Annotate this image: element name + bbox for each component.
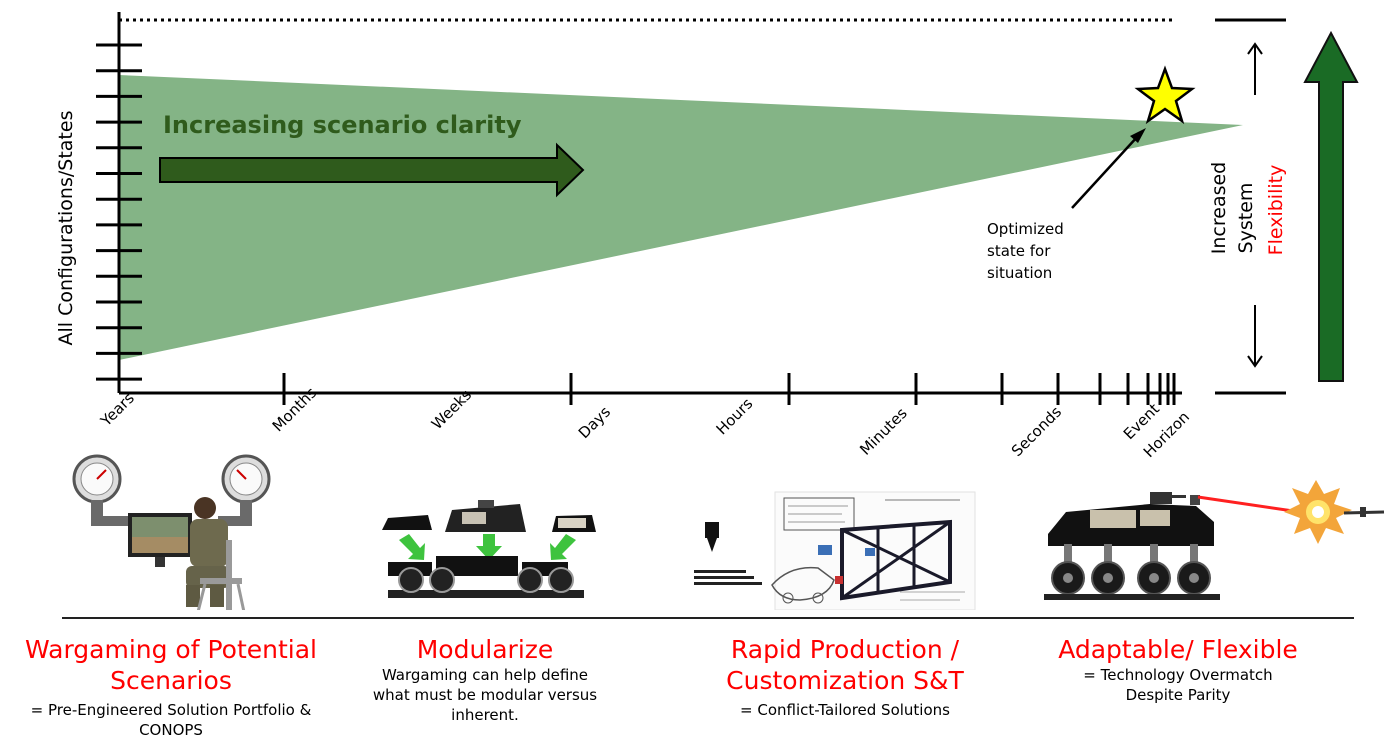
x-axis-ticks: [282, 373, 1176, 405]
section-subtitle-line-2: CONOPS: [139, 721, 203, 739]
optimized-pointer-head: [1130, 128, 1146, 143]
optimized-star-icon: [1134, 65, 1196, 125]
section-title-line-2: Scenarios: [110, 666, 232, 695]
time-label-months: Months: [269, 384, 321, 436]
green-down-arrow-left-icon: [399, 534, 425, 560]
time-label-hours: Hours: [713, 394, 757, 438]
section-title-line-1: Adaptable/ Flexible: [1058, 635, 1298, 664]
y-axis-label: All Configurations/States: [55, 111, 77, 346]
wargaming-soldier-illustration: [72, 454, 271, 610]
section-subtitle-line-1: = Conflict-Tailored Solutions: [740, 701, 950, 719]
green-down-arrow-middle-icon: [476, 534, 502, 560]
time-label-years: Years: [96, 389, 138, 431]
flex-label-increased: Increased: [1208, 162, 1230, 254]
optimized-label-2: state for: [987, 242, 1051, 260]
clarity-arrow: [159, 142, 585, 198]
green-down-arrow-right-icon: [550, 534, 576, 560]
section-wargaming: Wargaming of Potential Scenarios = Pre-E…: [0, 634, 342, 740]
section-subtitle-line-2: what must be modular versus: [372, 686, 598, 704]
flex-label-system: System: [1235, 183, 1257, 254]
section-subtitle-line-1: Wargaming can help define: [381, 666, 589, 684]
rapid-production-illustration: [694, 491, 976, 610]
flex-up-arrowhead: [1247, 42, 1263, 55]
adaptable-vehicle-illustration: [1044, 480, 1385, 600]
section-title-line-1: Rapid Production /: [730, 635, 960, 664]
section-title-line-2: Customization S&T: [726, 666, 964, 695]
time-label-seconds: Seconds: [1008, 403, 1065, 460]
flex-down-arrowhead: [1247, 355, 1263, 368]
section-adaptable: Adaptable/ Flexible = Technology Overmat…: [1040, 634, 1316, 705]
flex-label-flexibility: Flexibility: [1265, 165, 1287, 256]
optimized-pointer-arrow: [1071, 135, 1139, 209]
section-subtitle-line-3: inherent.: [451, 706, 519, 724]
section-title-line-1: Wargaming of Potential: [25, 635, 317, 664]
time-label-days: Days: [575, 403, 614, 442]
section-title-line-1: Modularize: [416, 635, 554, 664]
section-baseline: [62, 617, 1354, 619]
section-modularize: Modularize Wargaming can help define wha…: [340, 634, 630, 725]
flexibility-big-arrow: [1303, 30, 1359, 382]
y-axis-ticks: [96, 43, 142, 381]
section-rapid-production: Rapid Production / Customization S&T = C…: [700, 634, 990, 720]
laser-beam: [1197, 495, 1301, 514]
time-label-minutes: Minutes: [856, 404, 911, 459]
optimized-label-1: Optimized: [987, 220, 1064, 238]
vehicle-wheels: [398, 567, 574, 593]
scenario-cone: [119, 75, 1243, 360]
explosion-icon: [1284, 480, 1352, 544]
optimized-label-3: situation: [987, 264, 1052, 282]
modular-vehicle-illustration: [382, 500, 596, 598]
section-subtitle-line-1: = Pre-Engineered Solution Portfolio &: [30, 701, 312, 719]
clarity-label: Increasing scenario clarity: [163, 111, 522, 139]
section-subtitle-line-2: Despite Parity: [1125, 686, 1231, 704]
timeline-diagram: All Configurations/States Increasing sce…: [55, 12, 1385, 610]
adaptable-vehicle-wheels: [1051, 561, 1211, 595]
section-subtitle-line-1: = Technology Overmatch: [1083, 666, 1273, 684]
